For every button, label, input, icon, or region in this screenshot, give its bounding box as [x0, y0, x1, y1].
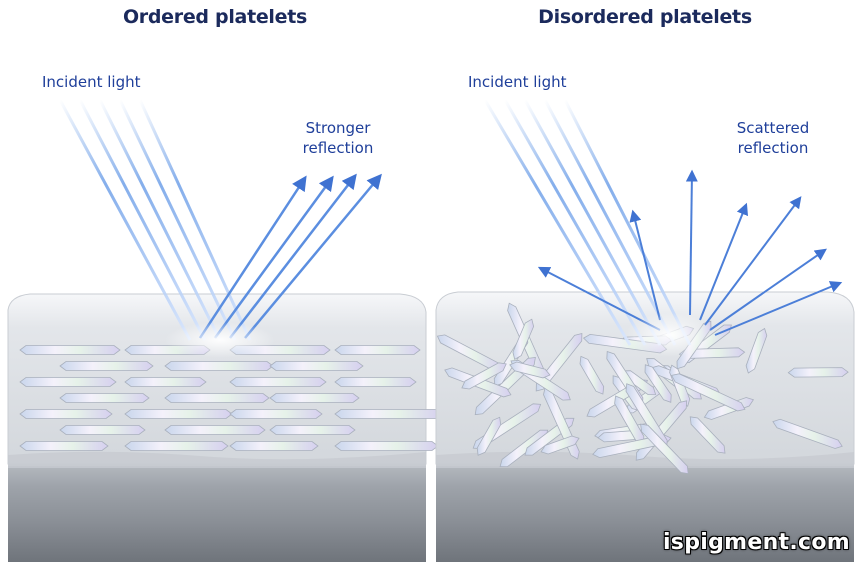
ordered-reflection-label-line1: Stronger — [305, 119, 371, 137]
platelet — [229, 377, 327, 387]
platelet — [540, 435, 580, 455]
platelet — [164, 361, 274, 371]
platelet — [334, 441, 439, 451]
disordered-coating-layer — [435, 291, 855, 468]
platelet — [334, 409, 443, 419]
platelet — [19, 377, 117, 387]
ordered-reflection-label: Stronger reflection — [298, 118, 378, 158]
disordered-incident-rays — [483, 99, 692, 346]
platelet — [689, 416, 726, 454]
platelet — [124, 441, 229, 451]
disordered-reflection-label: Scattered reflection — [733, 118, 813, 158]
platelet — [670, 373, 746, 412]
platelet — [579, 355, 605, 395]
platelet — [269, 361, 364, 371]
platelet — [512, 318, 535, 361]
disordered-panel-title: Disordered platelets — [538, 6, 752, 28]
ordered-reflected-rays — [198, 173, 382, 339]
platelet — [772, 418, 843, 449]
platelet — [59, 393, 150, 403]
platelet — [509, 361, 551, 379]
ordered-reflection-glow — [165, 322, 275, 358]
platelet — [269, 425, 356, 435]
platelet — [334, 377, 417, 387]
ordered-reflection-label-line2: reflection — [302, 139, 374, 157]
platelet — [640, 423, 689, 475]
platelet — [535, 332, 583, 392]
platelet — [19, 409, 113, 419]
ordered-panel-title: Ordered platelets — [122, 6, 308, 28]
disordered-scatter-glow — [625, 313, 715, 357]
watermark: ispigment.com — [662, 530, 850, 555]
platelet — [476, 416, 502, 456]
ordered-substrate — [8, 462, 426, 562]
platelet — [229, 409, 323, 419]
platelet — [745, 327, 768, 374]
platelet — [19, 441, 109, 451]
ordered-incident-rays — [58, 99, 252, 341]
platelet — [229, 441, 319, 451]
platelet — [787, 367, 849, 378]
platelet — [461, 362, 507, 390]
platelet — [164, 425, 266, 435]
platelet — [334, 345, 421, 355]
platelet — [269, 393, 360, 403]
platelet — [499, 429, 549, 468]
disordered-reflection-label-line1: Scattered — [736, 119, 810, 137]
ordered-incident-light-label: Incident light — [42, 73, 141, 91]
platelet — [19, 345, 121, 355]
disordered-incident-light-label: Incident light — [468, 73, 567, 91]
platelet — [124, 409, 233, 419]
platelet — [124, 377, 207, 387]
platelet — [59, 425, 146, 435]
platelet — [644, 364, 672, 403]
disordered-reflection-label-line2: reflection — [737, 139, 809, 157]
platelet — [164, 393, 270, 403]
disordered-substrate — [436, 462, 854, 562]
disordered-scattered-rays — [537, 169, 843, 336]
ordered-coating-layer — [7, 293, 427, 468]
platelet — [59, 361, 154, 371]
